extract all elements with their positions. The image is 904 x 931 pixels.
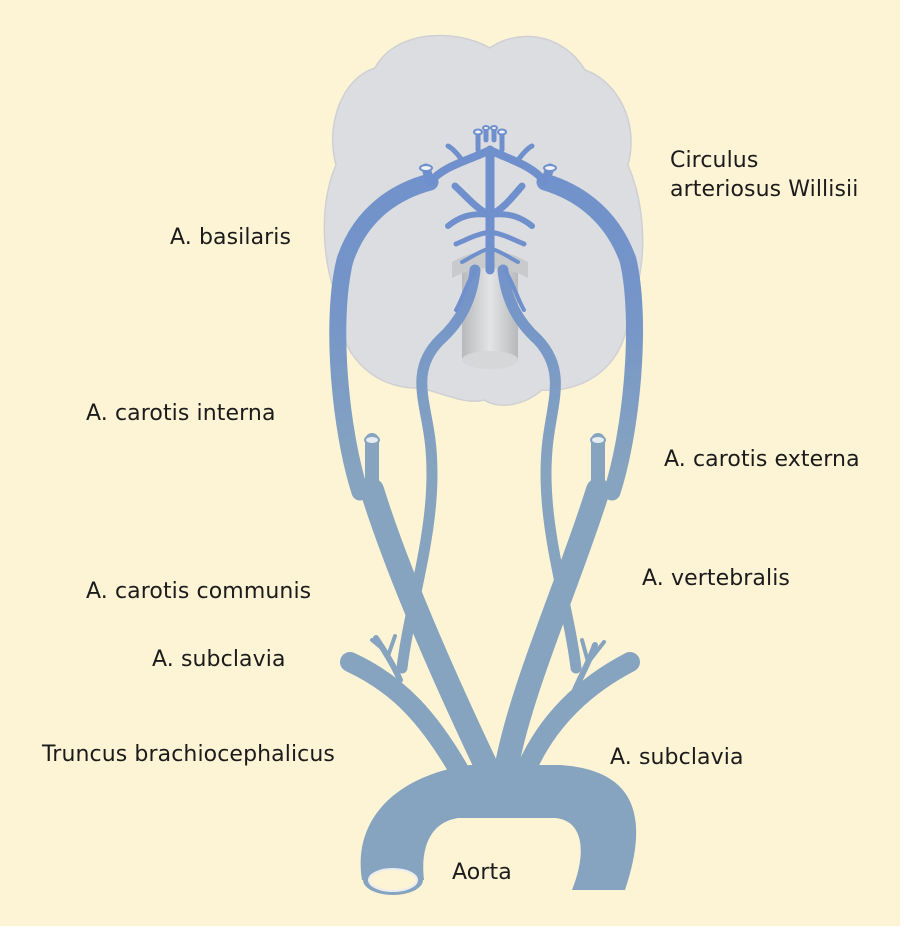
externa-cut-end-left (591, 436, 605, 444)
externa-cut-end-right (365, 436, 379, 444)
label-circulus-line2: arteriosus Willisii (670, 176, 858, 204)
label-vertebralis: A. vertebralis (642, 565, 790, 593)
label-carotis-communis: A. carotis communis (86, 578, 311, 606)
label-carotis-interna: A. carotis interna (86, 400, 276, 428)
label-basilaris: A. basilaris (170, 224, 291, 252)
label-truncus-brachiocephalicus: Truncus brachiocephalicus (42, 741, 335, 769)
label-subclavia-right: A. subclavia (152, 646, 286, 674)
label-circulus-line1: Circulus (670, 147, 758, 175)
label-carotis-externa: A. carotis externa (664, 446, 860, 474)
label-subclavia-left: A. subclavia (610, 744, 744, 772)
label-aorta: Aorta (452, 859, 512, 887)
